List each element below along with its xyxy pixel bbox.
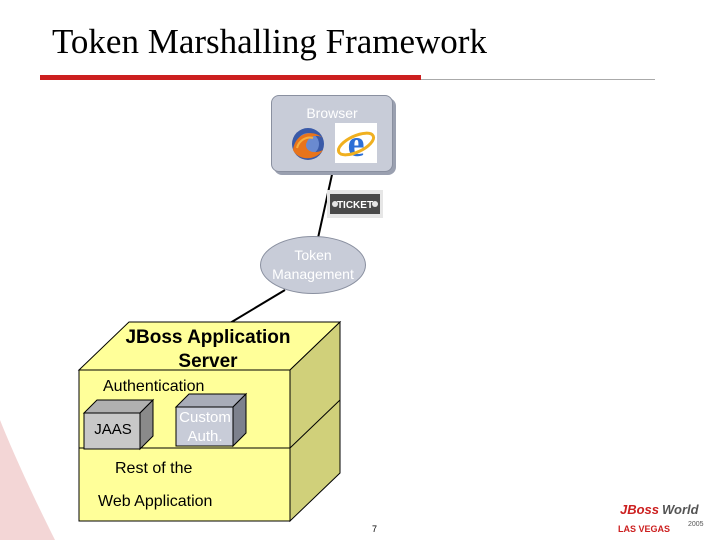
jbossworld-logo: JBoss World LAS VEGAS 2005: [618, 502, 704, 534]
ticket-text: TICKET: [337, 200, 373, 211]
ticket-icon: TICKET: [327, 190, 383, 218]
server-title: JBoss Application Server: [108, 326, 308, 374]
token-label-line2: Management: [272, 266, 354, 282]
server-side-divider: [289, 399, 341, 449]
server-title-line1: JBoss Application: [125, 327, 291, 348]
rest-of-app-label-line1: Rest of the: [115, 460, 193, 477]
custom-auth-line2: Auth.: [187, 428, 223, 445]
firefox-icon: [292, 128, 324, 160]
slide-title: Token Marshalling Framework: [52, 22, 487, 61]
token-management-node: Token Management: [260, 236, 366, 294]
rest-of-app-label-line2: Web Application: [98, 493, 213, 510]
browser-label: Browser: [306, 105, 358, 121]
token-label-line1: Token: [294, 247, 332, 263]
browser-to-token-line: [317, 169, 334, 239]
browser-node: Browser e: [271, 95, 393, 172]
logo-city-text: LAS VEGAS: [618, 524, 670, 534]
title-underline-grey: [421, 79, 655, 80]
server-title-line2: Server: [178, 351, 238, 372]
logo-year-text: 2005: [688, 521, 704, 528]
custom-auth-label: Custom Auth.: [177, 408, 233, 446]
internet-explorer-icon: e: [335, 123, 377, 163]
jaas-front-face: [83, 412, 141, 450]
background-swoosh: [0, 420, 55, 540]
title-underline-red: [40, 75, 421, 80]
token-to-server-line: [229, 289, 286, 324]
logo-jboss-text: JBoss: [620, 502, 659, 517]
page-number: 7: [372, 524, 378, 534]
logo-world-text: World: [662, 502, 700, 517]
authentication-label: Authentication: [103, 378, 205, 395]
custom-front-face: [175, 406, 234, 447]
custom-auth-line1: Custom: [179, 409, 231, 426]
jaas-label: JAAS: [94, 421, 132, 438]
